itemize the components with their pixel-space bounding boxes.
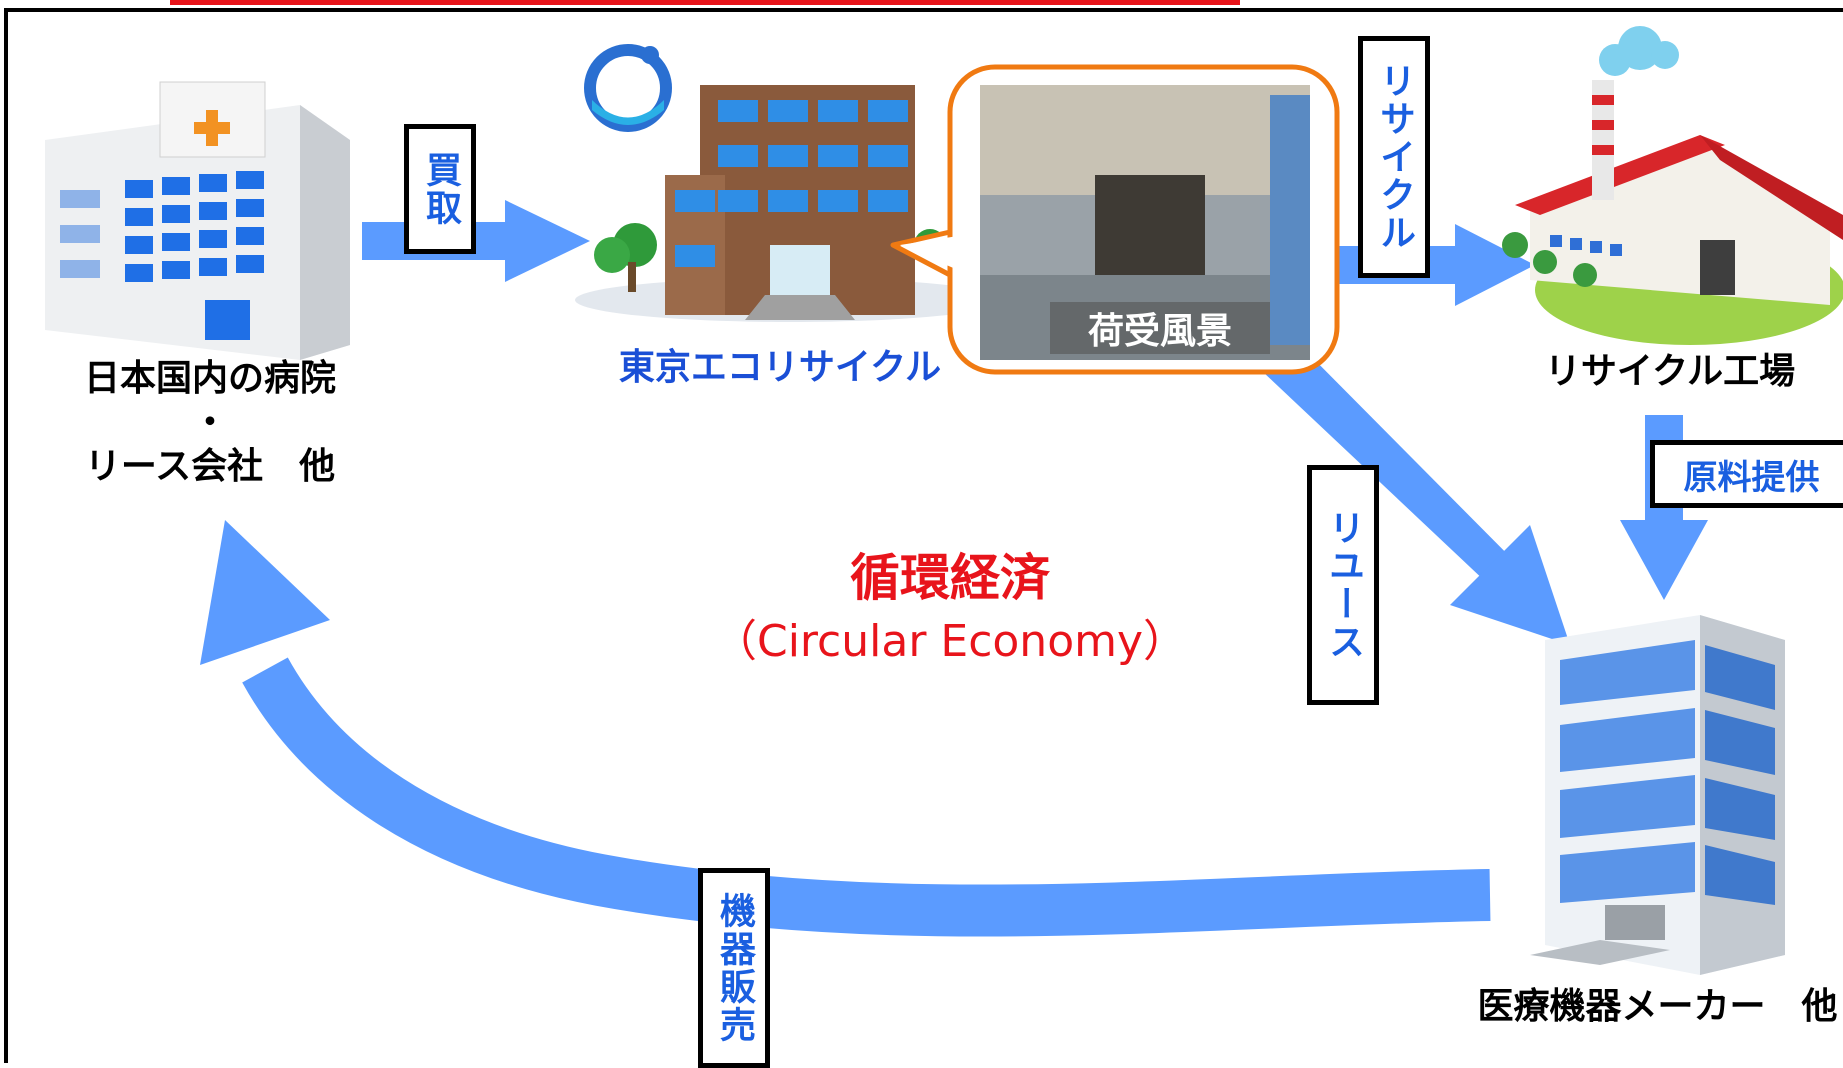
maker-label: 医療機器メーカー 他 xyxy=(1477,986,1838,1027)
hospital-label-line3: リース会社 他 xyxy=(84,446,336,487)
arrow-buy xyxy=(362,200,590,282)
edge-label-recycle: リサイクル xyxy=(1358,36,1430,278)
hospital-label-line1: 日本国内の病院 xyxy=(83,358,336,399)
maker-building-icon xyxy=(1530,615,1785,975)
hospital-label-line2: ・ xyxy=(191,402,228,443)
edge-label-sales: 機器販売 xyxy=(698,868,770,1068)
photo-caption: 荷受風景 xyxy=(1050,302,1270,354)
hospital-icon xyxy=(45,81,350,360)
factory-icon xyxy=(1502,26,1843,345)
center-subtitle: （Circular Economy） xyxy=(712,616,1188,667)
hospital-label: 日本国内の病院 ・ リース会社 他 xyxy=(40,357,380,489)
edge-label-reuse: リユース xyxy=(1307,465,1379,705)
company-logo-icon xyxy=(584,44,672,132)
edge-label-material: 原料提供 xyxy=(1650,440,1843,508)
center-title: 循環経済 xyxy=(850,549,1050,607)
arrow-reuse xyxy=(1245,335,1570,645)
factory-label: リサイクル工場 xyxy=(1544,351,1796,392)
company-building-icon xyxy=(575,85,1005,322)
edge-label-buy: 買取 xyxy=(404,124,476,254)
company-label: 東京エコリサイクル xyxy=(618,347,942,388)
frame xyxy=(4,8,1843,1063)
